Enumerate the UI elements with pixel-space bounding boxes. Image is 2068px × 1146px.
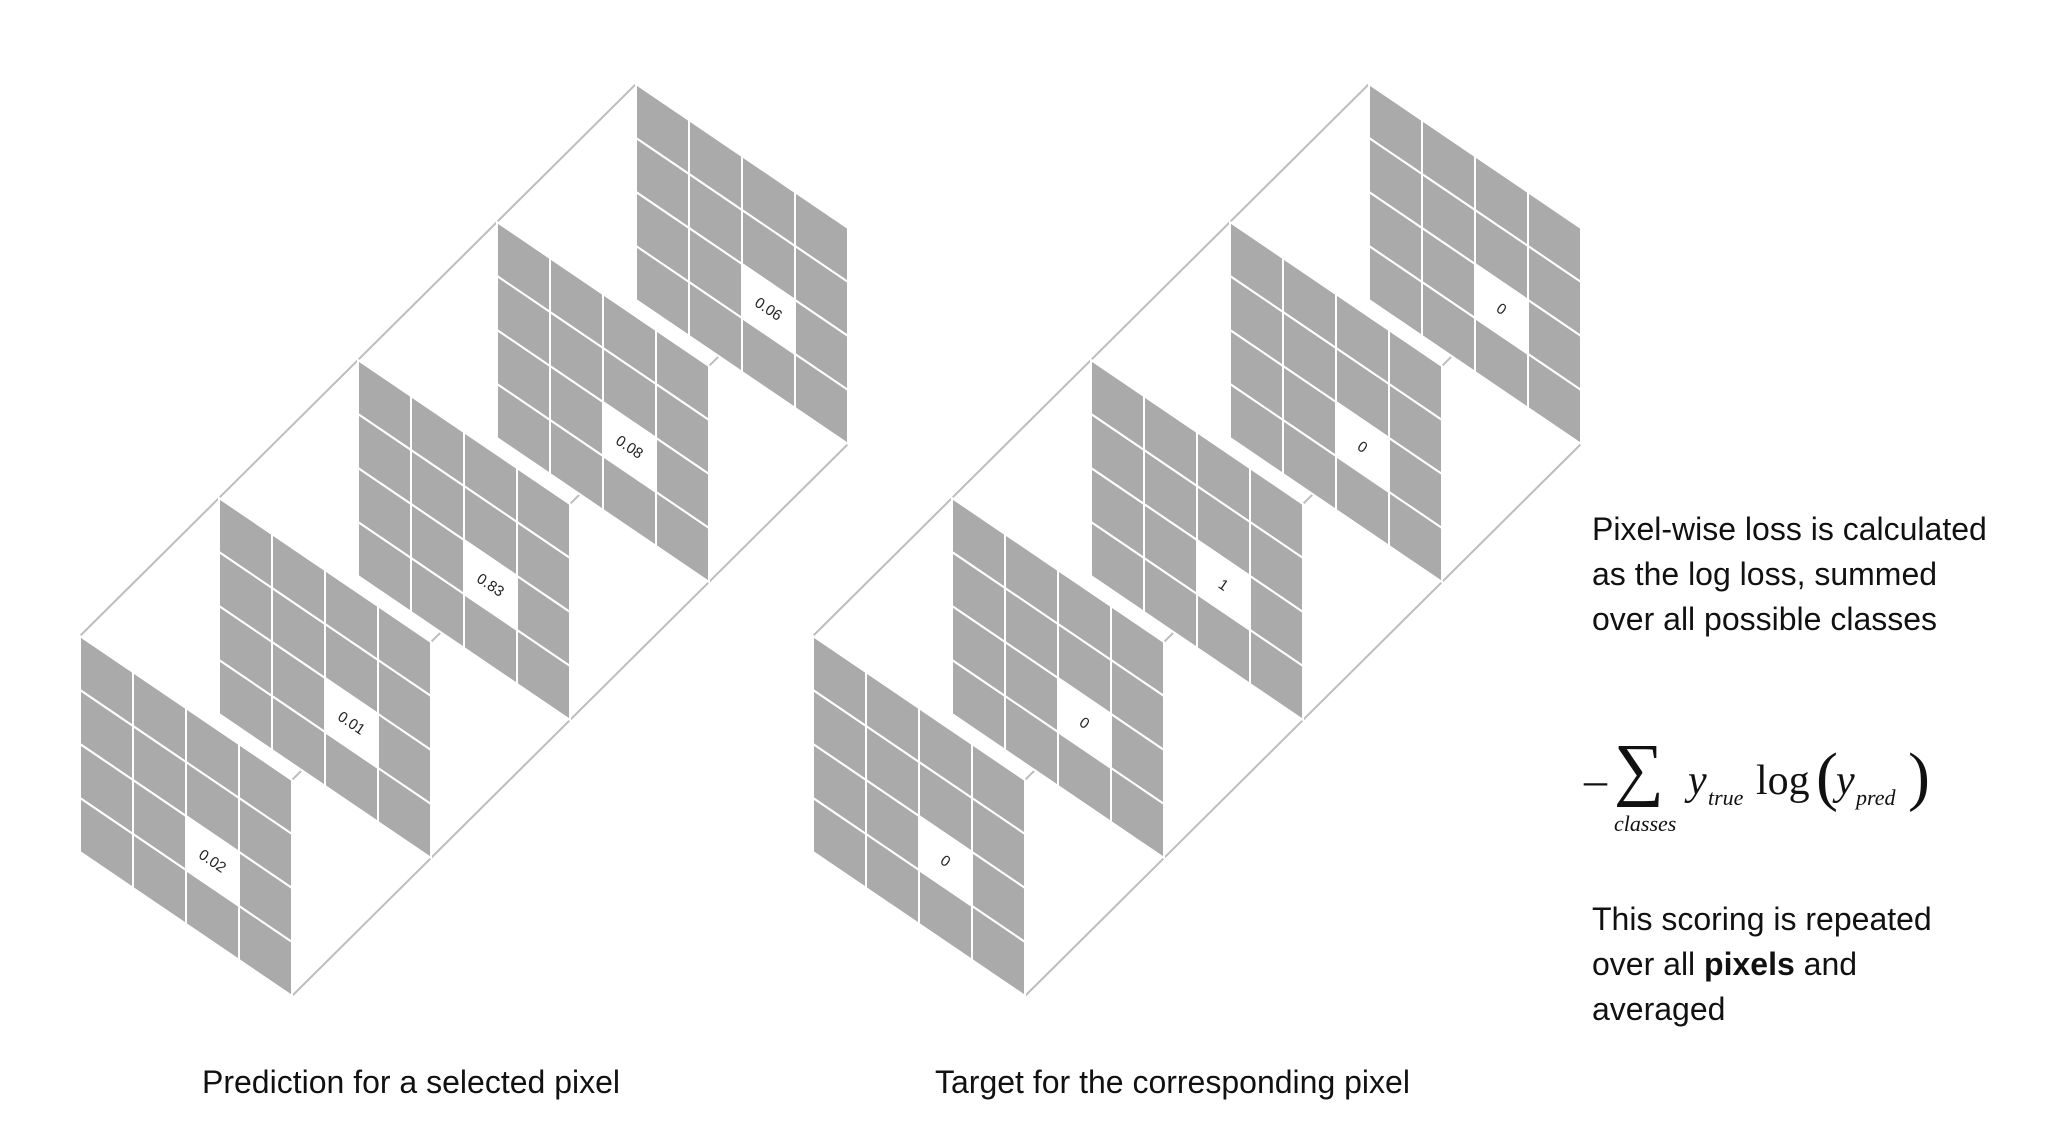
class-panel: 0.01 — [218, 496, 432, 860]
averaging-note: This scoring is repeated over all pixels… — [1592, 897, 1992, 1032]
class-panel: 0.83 — [357, 358, 571, 722]
formula-y-true: y — [1688, 758, 1707, 804]
formula-y-pred-sub: pred — [1856, 785, 1896, 810]
class-panel: 0.08 — [496, 220, 710, 584]
stack-prediction: 0.020.010.830.080.06 — [79, 82, 849, 998]
prediction-caption: Prediction for a selected pixel — [202, 1064, 620, 1100]
loss-description: Pixel-wise loss is calculated as the log… — [1592, 511, 1987, 637]
formula-minus: – — [1584, 754, 1607, 805]
formula-lparen: ( — [1816, 740, 1838, 813]
target-caption: Target for the corresponding pixel — [935, 1064, 1410, 1100]
class-panel: 0 — [812, 634, 1026, 998]
formula-sum-subscript: classes — [1614, 811, 1677, 836]
class-panel: 0 — [1229, 220, 1443, 584]
pixel-cell — [1249, 628, 1304, 722]
class-panel: 0.06 — [635, 82, 849, 446]
averaging-note-pre: This scoring is repeated over all — [1592, 901, 1932, 982]
pixel-cell — [238, 904, 293, 998]
pixel-cell — [971, 904, 1026, 998]
pixel-cell — [516, 628, 571, 722]
formula-y-true-sub: true — [1708, 785, 1744, 810]
formula-rparen: ) — [1908, 740, 1930, 813]
class-panel: 0 — [1368, 82, 1582, 446]
pixel-cell — [794, 352, 849, 446]
averaging-note-bold: pixels — [1704, 946, 1795, 982]
log-loss-formula: – ∑ classes y true log ( y pred ) — [1578, 735, 1998, 845]
class-panel: 1 — [1090, 358, 1304, 722]
averaging-note-post: and averaged — [1592, 946, 1858, 1027]
pixel-cell — [1388, 490, 1443, 584]
pixel-cell — [1527, 352, 1582, 446]
formula-y-pred: y — [1836, 758, 1855, 804]
formula-sigma: ∑ — [1614, 731, 1664, 808]
pixel-cell — [377, 766, 432, 860]
class-panel: 0.02 — [79, 634, 293, 998]
formula-log: log — [1756, 758, 1810, 804]
class-panel: 0 — [951, 496, 1165, 860]
pixel-cell — [655, 490, 710, 584]
pixel-cell — [1110, 766, 1165, 860]
